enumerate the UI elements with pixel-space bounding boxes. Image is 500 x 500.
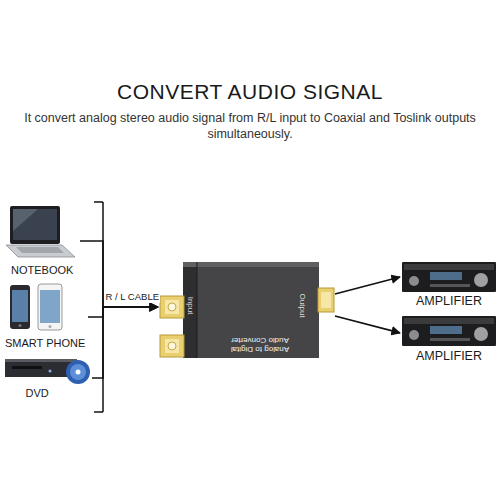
converter-box bbox=[183, 262, 319, 358]
cable-label: R / L CABLE bbox=[105, 292, 161, 303]
heading: CONVERT AUDIO SIGNAL bbox=[0, 80, 500, 104]
amplifier-label: AMPLIFIER bbox=[416, 294, 482, 308]
device-label: NOTEBOOK bbox=[11, 264, 73, 277]
amplifier-icon bbox=[402, 316, 496, 346]
port-label: Input bbox=[186, 296, 195, 314]
amplifier-icon bbox=[402, 262, 496, 292]
device-node: SMART PHONE bbox=[2, 283, 88, 351]
amplifier-node: AMPLIFIER bbox=[400, 259, 498, 309]
signal-arrow bbox=[335, 316, 400, 333]
device-label: SMART PHONE bbox=[5, 337, 85, 350]
amplifier-node: AMPLIFIER bbox=[400, 313, 498, 364]
signal-arrow bbox=[88, 307, 158, 317]
subheading: It convert analog stereo audio signal fr… bbox=[20, 110, 480, 142]
rca-connector bbox=[160, 296, 184, 357]
output-connector bbox=[318, 288, 334, 312]
signal-arrow bbox=[92, 307, 158, 378]
source-bracket bbox=[94, 202, 103, 412]
phone-icon bbox=[10, 284, 62, 330]
device-node: NOTEBOOK bbox=[4, 204, 80, 278]
signal-arrow bbox=[335, 277, 400, 294]
product-label: Analog to Digital Audio Converter bbox=[223, 336, 297, 354]
amplifier-label: AMPLIFIER bbox=[416, 349, 482, 363]
dvd-player-icon bbox=[5, 359, 90, 384]
device-label: DVD bbox=[26, 387, 49, 400]
device-node: DVD bbox=[4, 355, 92, 401]
converter-node: Input OutputAnalog to Digital Audio Conve… bbox=[158, 260, 335, 360]
laptop-icon bbox=[6, 206, 75, 257]
port-label: Output bbox=[297, 293, 306, 317]
